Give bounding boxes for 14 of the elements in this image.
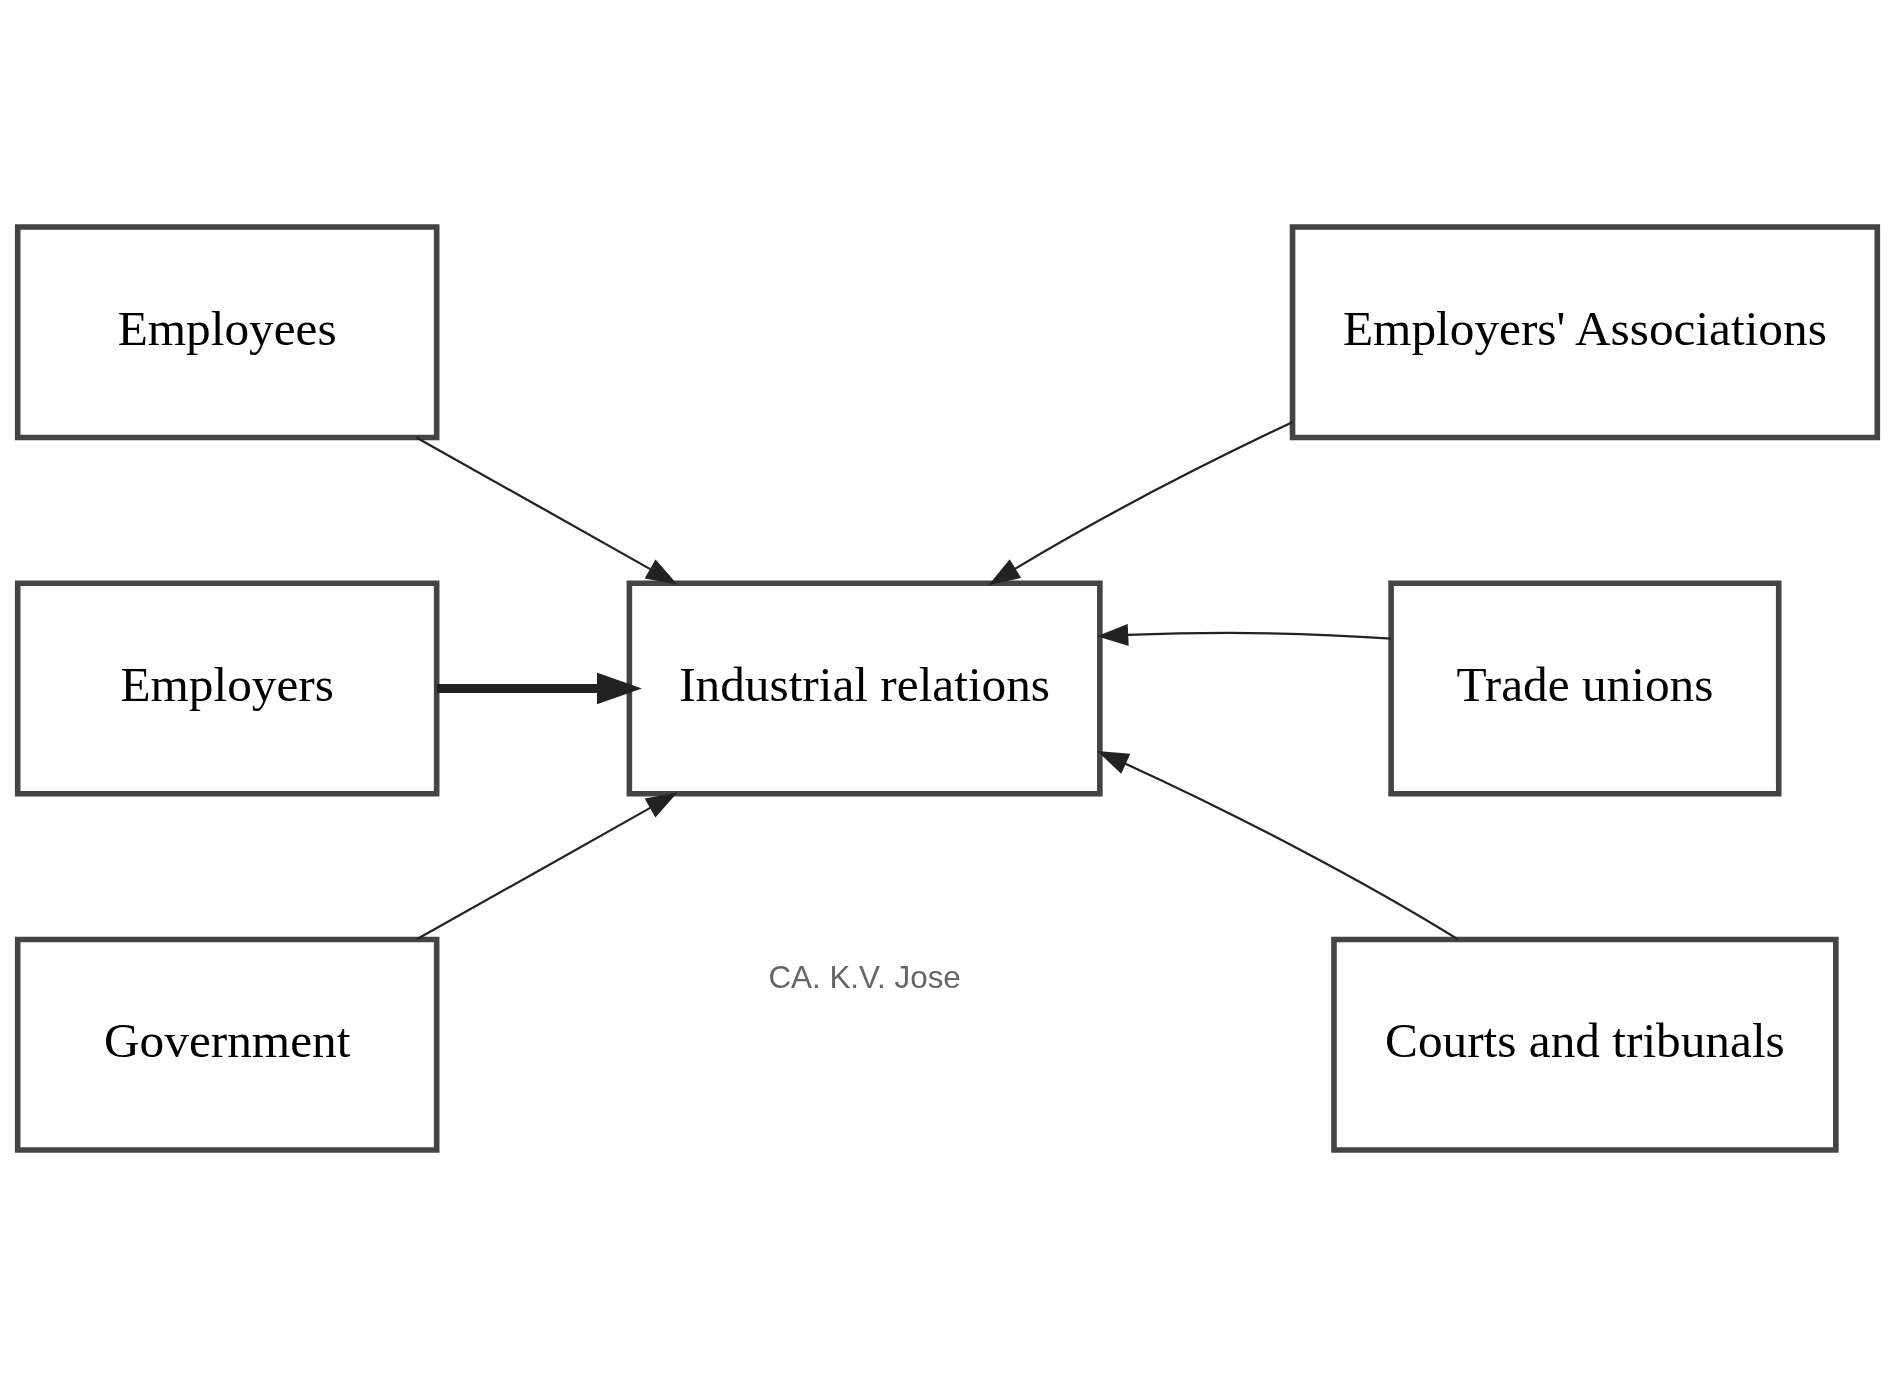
node-box: Industrial relations	[626, 579, 1103, 797]
node-box: Employers	[14, 579, 440, 797]
node-box: Government	[14, 936, 440, 1153]
arrow	[988, 420, 1293, 585]
arrow	[416, 792, 678, 940]
node-box: Trade unions	[1388, 579, 1782, 797]
arrow	[1097, 750, 1459, 940]
label: CA. K.V. Jose	[768, 959, 961, 995]
arrow	[416, 436, 678, 584]
arrow	[436, 672, 642, 704]
node-box: Courts and tribunals	[1331, 936, 1839, 1153]
node-box: Employers' Associations	[1289, 223, 1881, 440]
arrow	[1096, 623, 1391, 646]
node-box: Employees	[14, 223, 440, 440]
